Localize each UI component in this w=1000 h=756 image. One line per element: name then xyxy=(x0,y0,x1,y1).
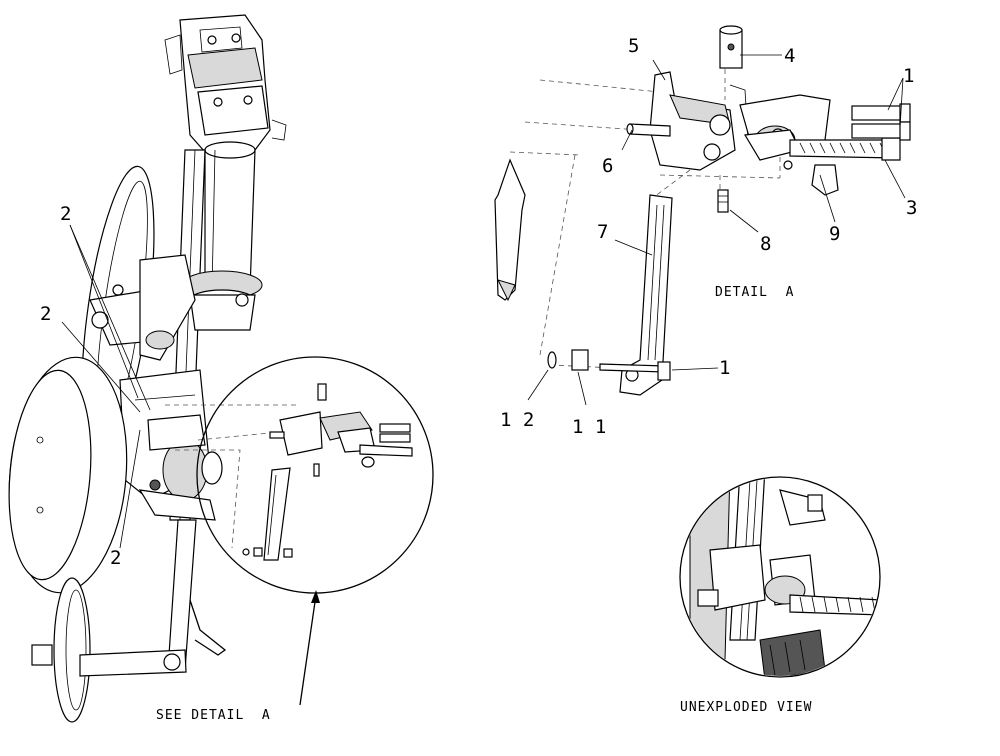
part-7-scraper xyxy=(619,194,673,396)
callout-2-mid: 2 xyxy=(40,303,51,325)
callout-9: 9 xyxy=(829,223,840,245)
callout-6: 6 xyxy=(602,155,613,177)
detail-circle xyxy=(196,356,434,594)
washer-spacer-bolt xyxy=(547,349,671,381)
callout-2-top: 2 xyxy=(60,203,71,225)
knife-blade xyxy=(494,158,526,302)
part-6-rod xyxy=(626,123,671,137)
callout-8: 8 xyxy=(760,233,771,255)
callout-12: 1 2 xyxy=(500,409,534,431)
caption-unexploded-view: UNEXPLODED VIEW xyxy=(680,700,812,715)
callout-11: 1 1 xyxy=(572,416,606,438)
mounting-bracket xyxy=(164,14,287,153)
callout-1-top: 1 xyxy=(903,65,914,87)
callout-4: 4 xyxy=(784,45,795,67)
part-9-cam xyxy=(739,94,839,196)
part-5-bracket xyxy=(649,71,749,171)
caption-detail-a: DETAIL A xyxy=(715,285,794,300)
part-3-ratchet xyxy=(789,137,901,161)
main-assembly xyxy=(8,14,287,723)
part-4-pin xyxy=(719,25,743,69)
caption-see-detail-a: SEE DETAIL A xyxy=(156,708,271,723)
callout-2-bottom: 2 xyxy=(110,547,121,569)
part-8-pin xyxy=(717,189,729,213)
closing-assembly xyxy=(138,414,223,521)
press-wheel xyxy=(31,519,227,723)
unexploded-view xyxy=(679,476,881,678)
spring-cylinder xyxy=(181,141,263,331)
part-1-bolts xyxy=(851,103,911,141)
gauge-wheel xyxy=(8,356,128,594)
callout-3: 3 xyxy=(906,197,917,219)
callout-5: 5 xyxy=(628,35,639,57)
callout-7: 7 xyxy=(597,221,608,243)
callout-1-bolt: 1 xyxy=(719,357,730,379)
detail-a-exploded xyxy=(494,25,911,396)
